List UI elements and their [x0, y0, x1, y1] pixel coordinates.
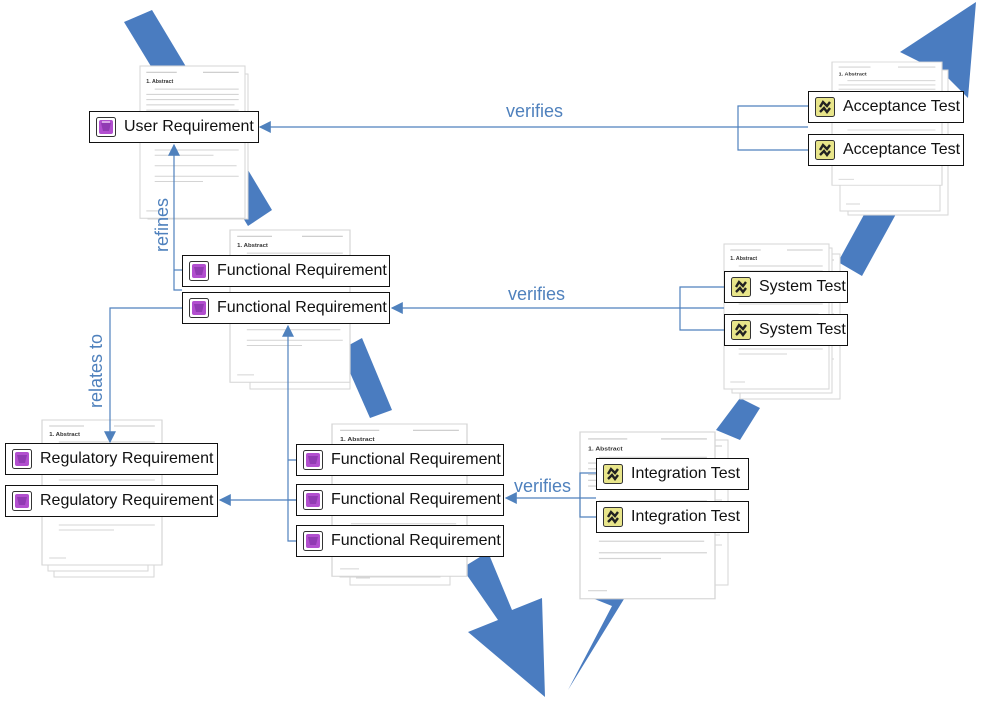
node-label: Integration Test — [631, 465, 741, 482]
requirement-icon — [303, 490, 323, 510]
node-label: Functional Requirement — [217, 299, 387, 316]
node-label: Acceptance Test — [843, 141, 961, 158]
node-label: Functional Requirement — [217, 262, 387, 279]
functional-requirement-node-5[interactable]: Functional Requirement — [296, 525, 504, 557]
node-label: Regulatory Requirement — [40, 492, 214, 509]
node-label: Integration Test — [631, 508, 741, 525]
v-down-arrow-head — [462, 552, 545, 697]
system-test-node-1[interactable]: System Test — [724, 271, 848, 303]
node-label: Functional Requirement — [331, 491, 501, 508]
test-case-icon — [815, 140, 835, 160]
requirement-icon — [303, 450, 323, 470]
verifies-label-integration: verifies — [514, 476, 572, 496]
integration-test-node-1[interactable]: Integration Test — [596, 458, 749, 490]
node-label: Functional Requirement — [331, 451, 501, 468]
requirement-icon — [12, 449, 32, 469]
requirement-icon — [12, 491, 32, 511]
integration-test-node-2[interactable]: Integration Test — [596, 501, 749, 533]
acceptance-test-node-2[interactable]: Acceptance Test — [808, 134, 964, 166]
impl-refines-line — [288, 326, 296, 542]
system-bracket — [679, 286, 724, 331]
node-label: Regulatory Requirement — [40, 450, 214, 467]
test-case-icon — [603, 464, 623, 484]
test-case-icon — [603, 507, 623, 527]
refines-label: refines — [152, 197, 172, 252]
v-left-arrow-mid — [340, 338, 392, 418]
acceptance-test-node-1[interactable]: Acceptance Test — [808, 91, 964, 123]
relation-lines — [104, 105, 808, 542]
node-label: Acceptance Test — [843, 98, 961, 115]
requirement-icon — [189, 298, 209, 318]
regulatory-requirement-node-2[interactable]: Regulatory Requirement — [5, 485, 218, 517]
v-right-arrow-mid — [716, 398, 760, 440]
requirement-icon — [96, 117, 116, 137]
requirement-icon — [189, 261, 209, 281]
test-case-icon — [815, 97, 835, 117]
functional-requirement-node-1[interactable]: Functional Requirement — [182, 255, 390, 287]
refines-line — [168, 143, 182, 291]
node-label: User Requirement — [124, 118, 254, 135]
node-label: Functional Requirement — [331, 532, 501, 549]
relates-to-label: relates to — [86, 333, 106, 408]
v-right-arrow-top — [838, 200, 896, 276]
system-test-node-2[interactable]: System Test — [724, 314, 848, 346]
functional-requirement-node-3[interactable]: Functional Requirement — [296, 444, 504, 476]
test-case-icon — [731, 277, 751, 297]
functional-requirement-node-4[interactable]: Functional Requirement — [296, 484, 504, 516]
regulatory-requirement-node-1[interactable]: Regulatory Requirement — [5, 443, 218, 475]
node-label: System Test — [759, 321, 846, 338]
acceptance-bracket — [737, 105, 808, 151]
verifies-label-acceptance: verifies — [506, 101, 564, 121]
test-case-icon — [731, 320, 751, 340]
functional-requirement-node-2[interactable]: Functional Requirement — [182, 292, 390, 324]
integration-bracket — [579, 472, 596, 518]
requirement-icon — [303, 531, 323, 551]
verifies-label-system: verifies — [508, 284, 566, 304]
relates-to-line — [104, 307, 182, 444]
user-requirement-node[interactable]: User Requirement — [89, 111, 259, 143]
node-label: System Test — [759, 278, 846, 295]
